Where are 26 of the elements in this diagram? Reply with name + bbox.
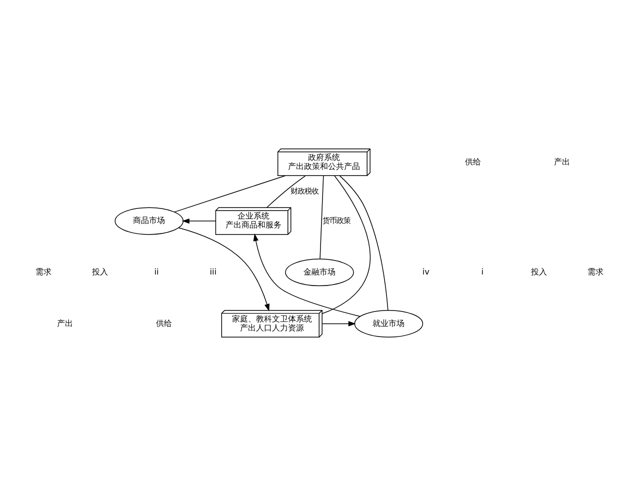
arrow (253, 234, 360, 317)
arrow (322, 321, 356, 326)
label: 投入 (92, 266, 108, 276)
label: ii (154, 266, 159, 276)
label: iv (422, 266, 430, 276)
label: 需求 (588, 266, 604, 276)
edge-label: 财政税收 (290, 186, 319, 196)
connector (322, 175, 371, 314)
connector (174, 175, 286, 212)
label: iii (210, 266, 217, 276)
label: 投入 (530, 266, 547, 276)
label: 产出 (57, 318, 74, 328)
connector (320, 175, 324, 260)
connector (266, 176, 306, 208)
arrow (182, 218, 216, 224)
label: 供给 (156, 318, 172, 328)
node-ellipse: 商品市场 (114, 207, 184, 235)
label: 需求 (35, 266, 52, 276)
label: i (481, 266, 484, 276)
node-ellipse: 就业市场 (354, 310, 424, 338)
node-ellipse: 金融市场 (285, 258, 354, 286)
connector (339, 175, 388, 311)
label: 供给 (464, 156, 481, 166)
label: 产出 (554, 156, 570, 166)
edge-label: 货币政策 (322, 216, 351, 225)
arrow (178, 227, 270, 312)
